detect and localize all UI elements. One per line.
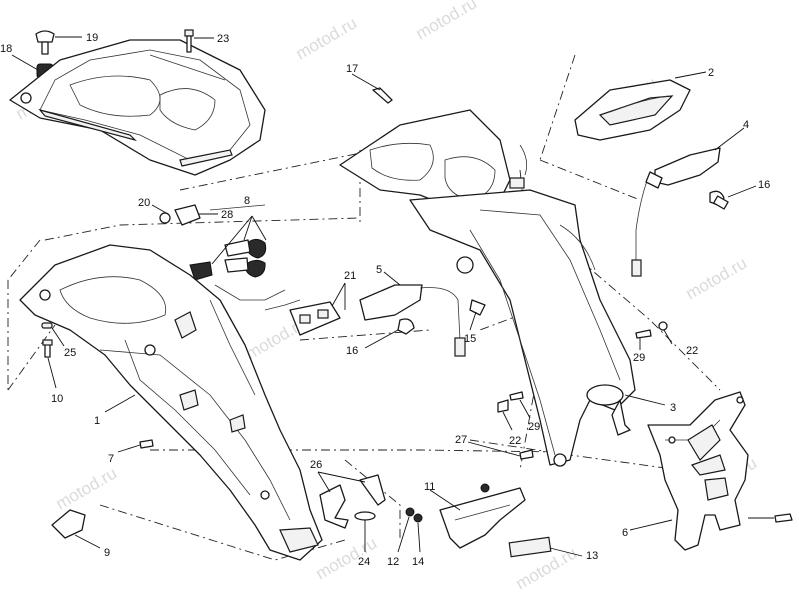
cover-9 bbox=[51, 509, 86, 539]
callout-11: 11 bbox=[424, 481, 435, 493]
callout-20: 20 bbox=[138, 197, 150, 209]
screw-29-22 bbox=[497, 321, 668, 460]
turn-indicator-left bbox=[359, 284, 486, 357]
callout-13: 13 bbox=[586, 550, 598, 562]
callout-22-mid: 22 bbox=[509, 435, 521, 447]
watermark: motod.ru bbox=[413, 0, 481, 43]
nuts-12-14 bbox=[405, 507, 423, 523]
small-fasteners bbox=[41, 322, 154, 449]
plate-bracket-11 bbox=[439, 483, 526, 549]
callout-6: 6 bbox=[622, 527, 628, 539]
bulb-16-left bbox=[397, 318, 415, 335]
callout-23: 23 bbox=[217, 33, 229, 45]
license-plate-holder bbox=[647, 391, 749, 551]
callout-19: 19 bbox=[86, 32, 98, 44]
washer-25 bbox=[41, 322, 53, 329]
screw-23 bbox=[184, 29, 194, 53]
turn-indicator-right bbox=[631, 147, 721, 277]
callout-1: 1 bbox=[94, 415, 100, 427]
pin-19 bbox=[35, 30, 55, 43]
callout-22: 22 bbox=[686, 345, 698, 357]
callout-8: 8 bbox=[244, 195, 250, 207]
callout-16: 16 bbox=[758, 179, 770, 191]
callout-12: 12 bbox=[387, 556, 399, 568]
callout-18: 18 bbox=[0, 43, 12, 55]
callout-10: 10 bbox=[51, 393, 63, 405]
callout-24: 24 bbox=[358, 556, 370, 568]
screw-7 bbox=[139, 439, 154, 449]
seat-holder-plate bbox=[339, 109, 528, 216]
callout-21: 21 bbox=[344, 270, 356, 282]
callout-3: 3 bbox=[670, 402, 676, 414]
callout-26: 26 bbox=[310, 459, 322, 471]
wiring-harness bbox=[214, 284, 341, 336]
tail-light bbox=[574, 79, 691, 141]
callout-7: 7 bbox=[108, 453, 114, 465]
pin-19-shank bbox=[41, 41, 49, 55]
reflector-13 bbox=[508, 536, 552, 558]
callout-2: 2 bbox=[708, 67, 714, 79]
callout-16-left: 16 bbox=[346, 345, 358, 357]
callout-15: 15 bbox=[464, 333, 476, 345]
callout-17: 17 bbox=[346, 63, 358, 75]
callout-9: 9 bbox=[104, 547, 110, 559]
bracket-26 bbox=[319, 474, 386, 529]
callouts: 19 18 23 17 2 4 16 20 8 28 5 21 bbox=[0, 32, 774, 568]
callout-29-mid: 29 bbox=[528, 421, 540, 433]
screw-30 bbox=[774, 513, 793, 523]
watermark: motod.ru bbox=[53, 463, 121, 513]
callout-27: 27 bbox=[455, 434, 467, 446]
rear-mudguard bbox=[19, 244, 323, 561]
license-support-arm bbox=[409, 189, 636, 467]
callout-5: 5 bbox=[376, 264, 382, 276]
bulb-16-right bbox=[709, 190, 729, 210]
watermark: motod.ru bbox=[293, 13, 361, 63]
callout-29: 29 bbox=[633, 352, 645, 364]
callout-4: 4 bbox=[743, 119, 749, 131]
watermark: motod.ru bbox=[683, 253, 751, 303]
screw-17 bbox=[372, 87, 393, 104]
connector-parts bbox=[159, 204, 267, 281]
callout-28: 28 bbox=[221, 209, 233, 221]
luggage-carrier-plate bbox=[9, 39, 266, 176]
callout-14: 14 bbox=[412, 556, 424, 568]
callout-25: 25 bbox=[64, 347, 76, 359]
